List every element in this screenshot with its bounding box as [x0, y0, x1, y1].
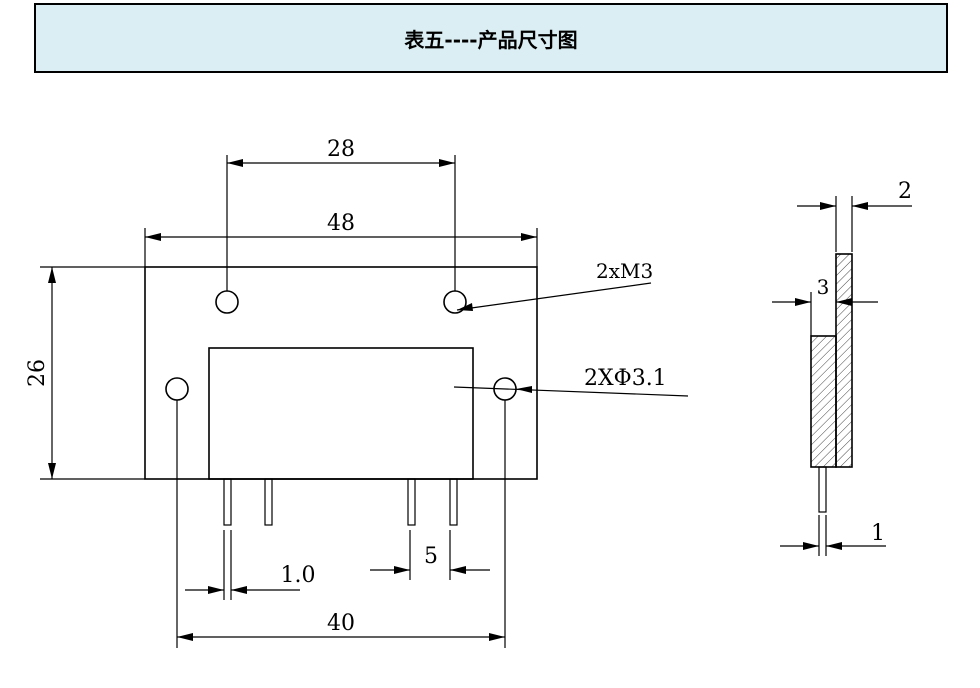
dim-26: 26: [25, 266, 145, 480]
dim-2: 2: [797, 179, 912, 252]
dim-height-label: 26: [25, 359, 50, 387]
dim-1-0: 1.0: [185, 530, 316, 600]
pin: [407, 478, 416, 526]
dim-width-label: 48: [327, 211, 355, 236]
side-view: 2 3 1: [772, 179, 912, 556]
side-plate-front: [810, 335, 837, 468]
page-title: 表五----产品尺寸图: [404, 28, 578, 52]
pin: [449, 478, 458, 526]
leader-2x-phi: 2XΦ3.1: [453, 366, 689, 397]
dim-hole-spacing-label: 28: [327, 137, 355, 162]
thread-hole-left: [215, 290, 239, 314]
side-plate-back: [835, 253, 853, 468]
through-hole-left: [165, 377, 189, 401]
dim-pin-spacing-label: 5: [424, 544, 438, 569]
dim-40: 40: [177, 611, 505, 641]
leader-2xm3: 2xM3: [456, 259, 653, 311]
dim-pin-width-label: 1.0: [281, 563, 316, 588]
dim-top-label: 2: [898, 179, 912, 204]
dim-1: 1: [780, 515, 886, 556]
side-pin: [818, 466, 827, 513]
dim-28: 28: [226, 137, 456, 291]
module-body-outline: [144, 266, 538, 480]
dim-3: 3: [772, 275, 878, 336]
dim-48: 48: [144, 211, 538, 267]
module-inner-block: [208, 347, 474, 480]
hole-label: 2XΦ3.1: [584, 366, 667, 391]
title-bar: 表五----产品尺寸图: [34, 3, 948, 73]
dim-5: 5: [370, 530, 490, 580]
pin: [264, 478, 273, 526]
pins: [223, 478, 458, 526]
thread-label: 2xM3: [596, 259, 653, 283]
dim-pin-label: 1: [871, 521, 885, 546]
pin: [223, 478, 232, 526]
dim-step-label: 3: [817, 275, 830, 299]
front-view: 28 48 26 2xM3: [25, 137, 689, 648]
dim-mount-spacing-label: 40: [327, 611, 355, 636]
